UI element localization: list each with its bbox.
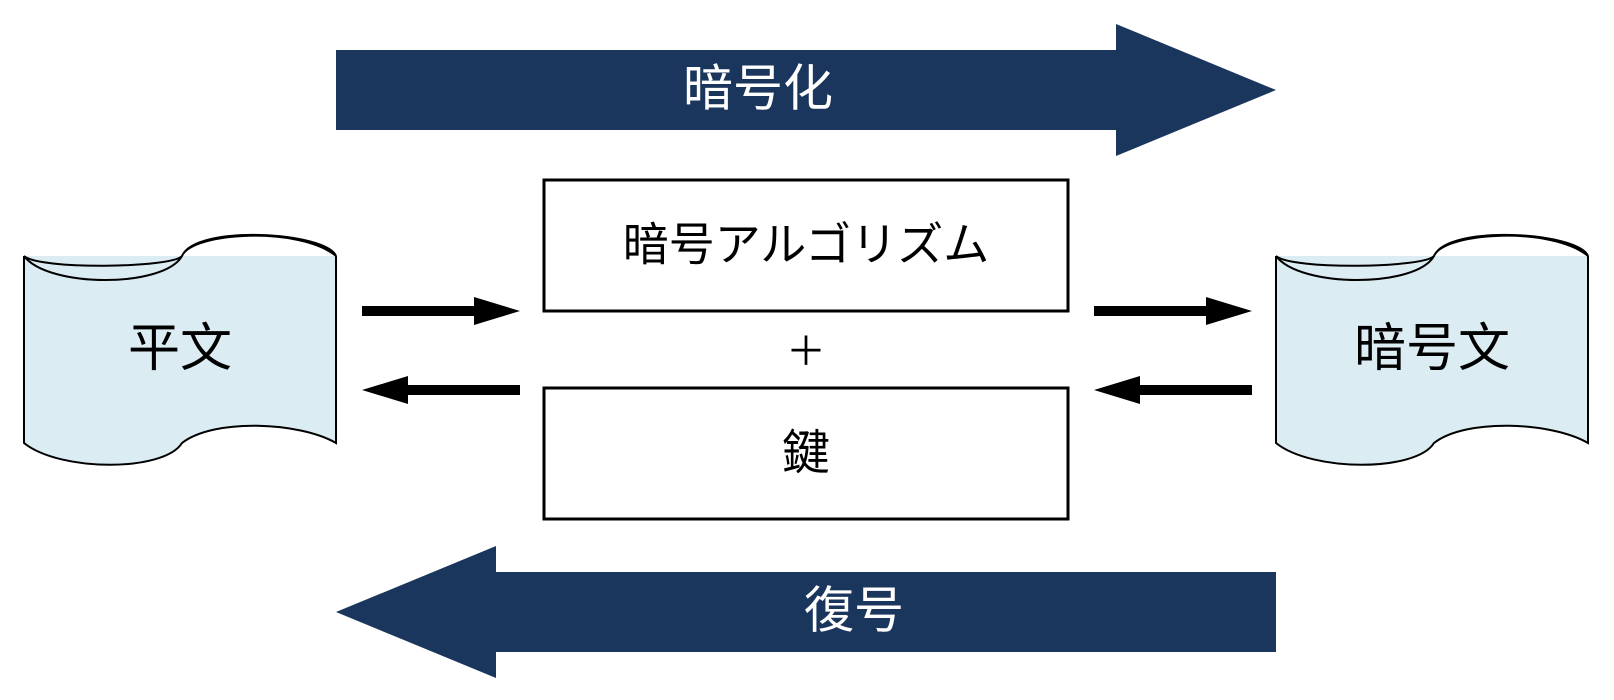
encryption-arrow-shape [336, 24, 1276, 156]
plaintext-document-shape [23, 256, 337, 466]
algorithm-to-plaintext-arrow [362, 376, 520, 404]
ciphertext-document-top [1275, 234, 1589, 281]
algorithm-box: 暗号アルゴリズム [542, 178, 1070, 313]
algorithm-to-ciphertext-arrow [1094, 297, 1252, 325]
algorithm-label: 暗号アルゴリズム [623, 218, 990, 272]
decryption-arrow-shape [336, 546, 1276, 678]
encryption-arrow: 暗号化 [336, 24, 1276, 156]
plaintext-to-algorithm-arrow [362, 297, 520, 325]
decryption-arrow: 復号 [336, 546, 1276, 678]
ciphertext-document-shape [1275, 256, 1589, 466]
algorithm-box-rect [542, 178, 1070, 313]
ciphertext-to-algorithm-arrow [1094, 376, 1252, 404]
plaintext-document: 平文 [23, 234, 337, 466]
plaintext-label: 平文 [128, 319, 232, 379]
encryption-label: 暗号化 [683, 60, 833, 118]
key-box: 鍵 [542, 386, 1070, 521]
decryption-label: 復号 [804, 582, 904, 640]
plaintext-document-top [23, 234, 337, 281]
key-box-rect [542, 386, 1070, 521]
key-label: 鍵 [782, 425, 830, 481]
ciphertext-label: 暗号文 [1354, 319, 1510, 379]
ciphertext-document: 暗号文 [1275, 234, 1589, 466]
plus-sign: ＋ [786, 329, 826, 375]
